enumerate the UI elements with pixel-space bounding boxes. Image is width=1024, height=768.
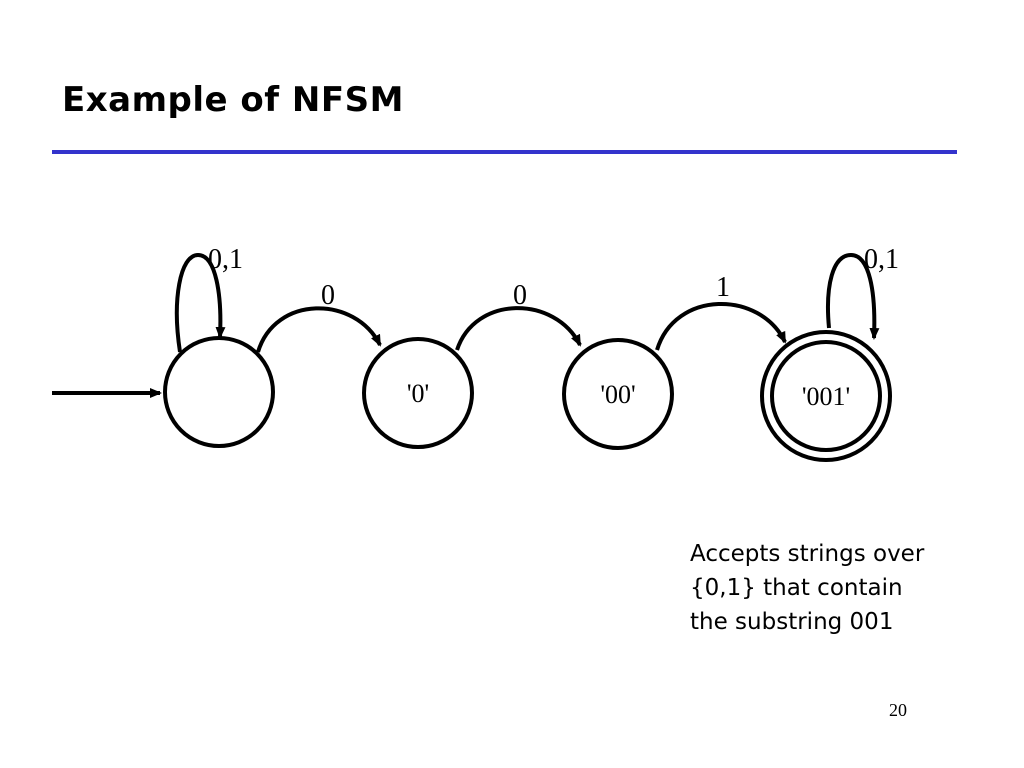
transition-label-001-self: 0,1 bbox=[864, 244, 899, 275]
state-label-001: '001' bbox=[802, 382, 850, 411]
transition-label-start-self: 0,1 bbox=[208, 244, 243, 275]
title-divider bbox=[52, 150, 957, 154]
transition-label-start-to-0: 0 bbox=[321, 280, 335, 311]
state-start bbox=[163, 336, 275, 448]
transition-001-self-loop bbox=[826, 252, 880, 340]
note-line: {0,1} that contain bbox=[690, 575, 903, 601]
state-00: '00' bbox=[562, 338, 674, 450]
state-label-0: '0' bbox=[407, 379, 429, 408]
transition-00-to-001 bbox=[655, 301, 787, 351]
transition-label-0-to-00: 0 bbox=[513, 280, 527, 311]
transition-start-to-0 bbox=[256, 306, 382, 353]
state-001-accepting: '001' bbox=[760, 330, 892, 462]
transition-label-00-to-001: 1 bbox=[716, 272, 730, 303]
note-line: the substring 001 bbox=[690, 609, 894, 635]
slide-title: Example of NFSM bbox=[62, 80, 404, 120]
transition-start-self-loop bbox=[174, 252, 226, 353]
state-label-00: '00' bbox=[600, 380, 635, 409]
transition-0-to-00 bbox=[455, 306, 582, 351]
page-number: 20 bbox=[889, 700, 907, 720]
description-note: Accepts strings over {0,1} that contain … bbox=[690, 537, 924, 639]
note-line: Accepts strings over bbox=[690, 541, 925, 567]
state-0: '0' bbox=[362, 337, 474, 449]
